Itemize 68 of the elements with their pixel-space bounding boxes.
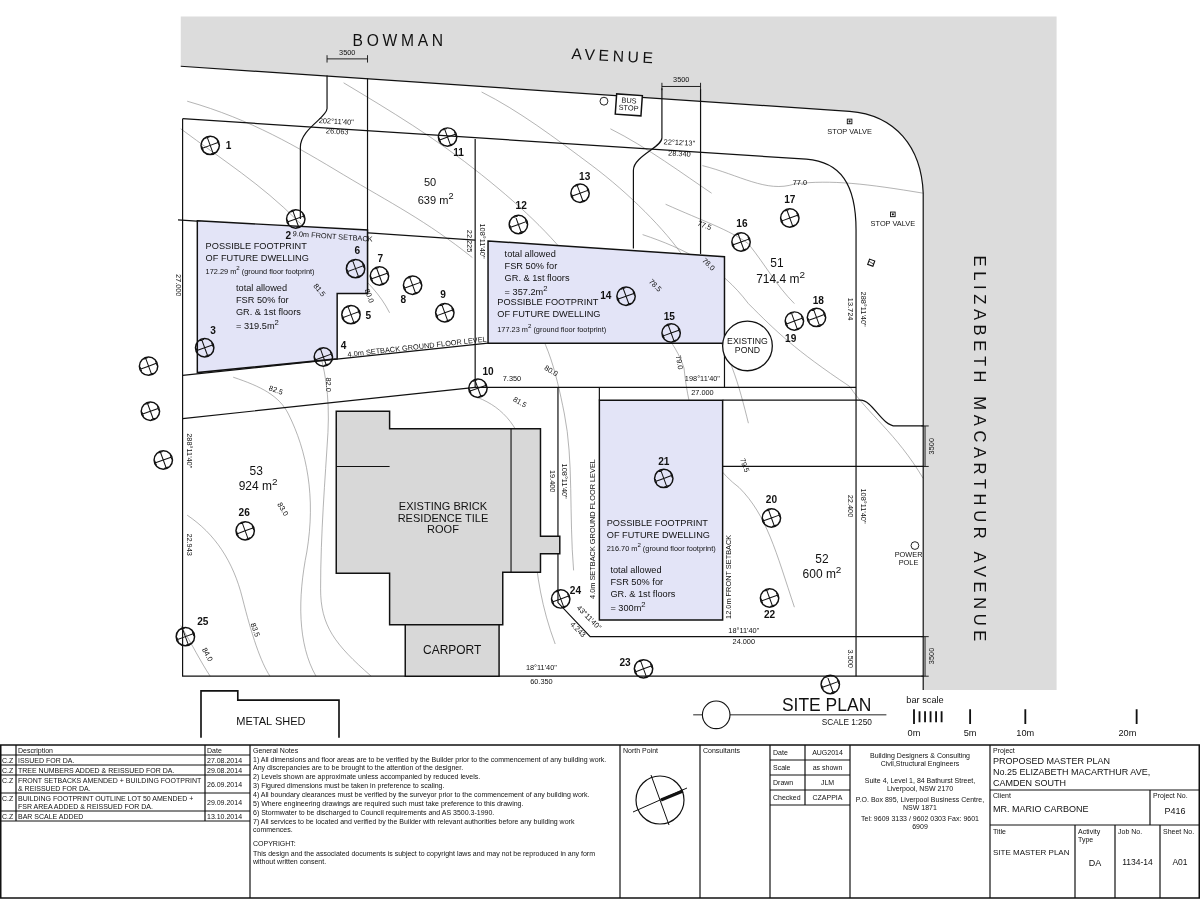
tree-number: 1 — [225, 140, 232, 151]
tree-number: 2 — [285, 230, 292, 241]
scale-text: SCALE 1:250 — [821, 718, 872, 728]
building-label: EXISTING BRICK RESIDENCE TILE ROOF — [396, 500, 490, 536]
tree-number: 24 — [569, 585, 582, 596]
pond-outline — [722, 321, 773, 371]
field-value: 1134-14 — [1121, 858, 1154, 868]
fsr-note: total allowed FSR 50% for GR. & 1st floors = 300m$^{2}$ — [610, 563, 677, 614]
tree-number: 17 — [784, 194, 796, 205]
footprint-title: POSSIBLE FOOTPRINT OF FUTURE DWELLING — [606, 517, 711, 541]
project-title: No.25 ELIZABETH MACARTHUR AVE, — [993, 767, 1151, 778]
drawing-title: SITE PLAN — [781, 696, 872, 714]
carport-footprint — [405, 624, 500, 677]
shed-outline — [201, 690, 339, 738]
tree-number: 7 — [377, 253, 384, 264]
building-label: METAL SHED — [236, 714, 306, 729]
tree-number: 4 — [340, 340, 347, 351]
field-value: SITE MASTER PLAN — [993, 848, 1070, 858]
scale-bar-label: bar scale — [906, 695, 944, 706]
dwelling-footprint — [488, 241, 725, 344]
tree-number: 16 — [736, 218, 748, 229]
lot-number: 51 — [770, 256, 784, 270]
lot-area: 924 m$^{2}$ — [238, 476, 278, 493]
scale-bar-label: 0m — [907, 728, 921, 739]
lot-area: 639 m$^{2}$ — [417, 190, 454, 207]
project-title: CAMDEN SOUTH — [993, 778, 1066, 789]
field-value: P416 — [1163, 806, 1187, 817]
street-name: BOWMAN — [352, 32, 447, 50]
tree-number: 12 — [515, 201, 527, 212]
street-name: ELIZABETH MACARTHUR AVENUE — [969, 255, 988, 646]
tree-number: 6 — [354, 246, 361, 257]
tree-number: 10 — [482, 366, 494, 377]
existing-house-footprint — [336, 411, 560, 625]
tree-number: 11 — [453, 147, 464, 158]
tree-number: 21 — [658, 456, 670, 467]
tree-number: 18 — [812, 295, 824, 306]
lot-area: 600 m$^{2}$ — [802, 565, 842, 582]
tree-number: 13 — [579, 171, 591, 182]
tree-number: 14 — [600, 291, 612, 302]
tree-number: 26 — [238, 507, 250, 518]
lot-number: 53 — [249, 464, 263, 478]
fsr-note: total allowed FSR 50% for GR. & 1st floors = 357.2m$^{2}$ — [504, 247, 571, 298]
tree-number: 8 — [400, 294, 407, 305]
tree-number: 3 — [210, 326, 216, 337]
lot-area: 714.4 m$^{2}$ — [756, 269, 805, 286]
tree-number: 19 — [785, 333, 797, 344]
footprint-title: POSSIBLE FOOTPRINT OF FUTURE DWELLING — [497, 297, 601, 321]
lot-number: 52 — [815, 552, 829, 566]
tree-number: 15 — [663, 311, 675, 322]
scale-bar-label: 10m — [1016, 728, 1035, 739]
scale-bar-label: 20m — [1118, 728, 1137, 739]
tree-number: 23 — [619, 657, 631, 668]
tree-number: 20 — [765, 494, 778, 505]
street-name: AVENUE — [571, 46, 658, 68]
pond-label: EXISTING POND — [726, 336, 769, 356]
lot-number: 50 — [423, 177, 437, 190]
fsr-note: total allowed FSR 50% for GR. & 1st floors = 319.5m$^{2}$ — [235, 281, 302, 332]
tree-number: 25 — [197, 616, 209, 627]
scale-bar-label: 5m — [963, 728, 977, 739]
building-label: CARPORT — [423, 642, 482, 658]
field-value: A01 — [1171, 858, 1189, 868]
tree-number: 22 — [763, 609, 776, 620]
field-value: DA — [1087, 858, 1103, 869]
tree-number: 5 — [365, 310, 372, 321]
project-title: PROPOSED MASTER PLAN — [993, 756, 1111, 767]
footprint-title: POSSIBLE FOOTPRINT OF FUTURE DWELLING — [205, 241, 310, 265]
tree-number: 9 — [440, 289, 446, 300]
field-value: MR. MARIO CARBONE — [993, 804, 1089, 815]
